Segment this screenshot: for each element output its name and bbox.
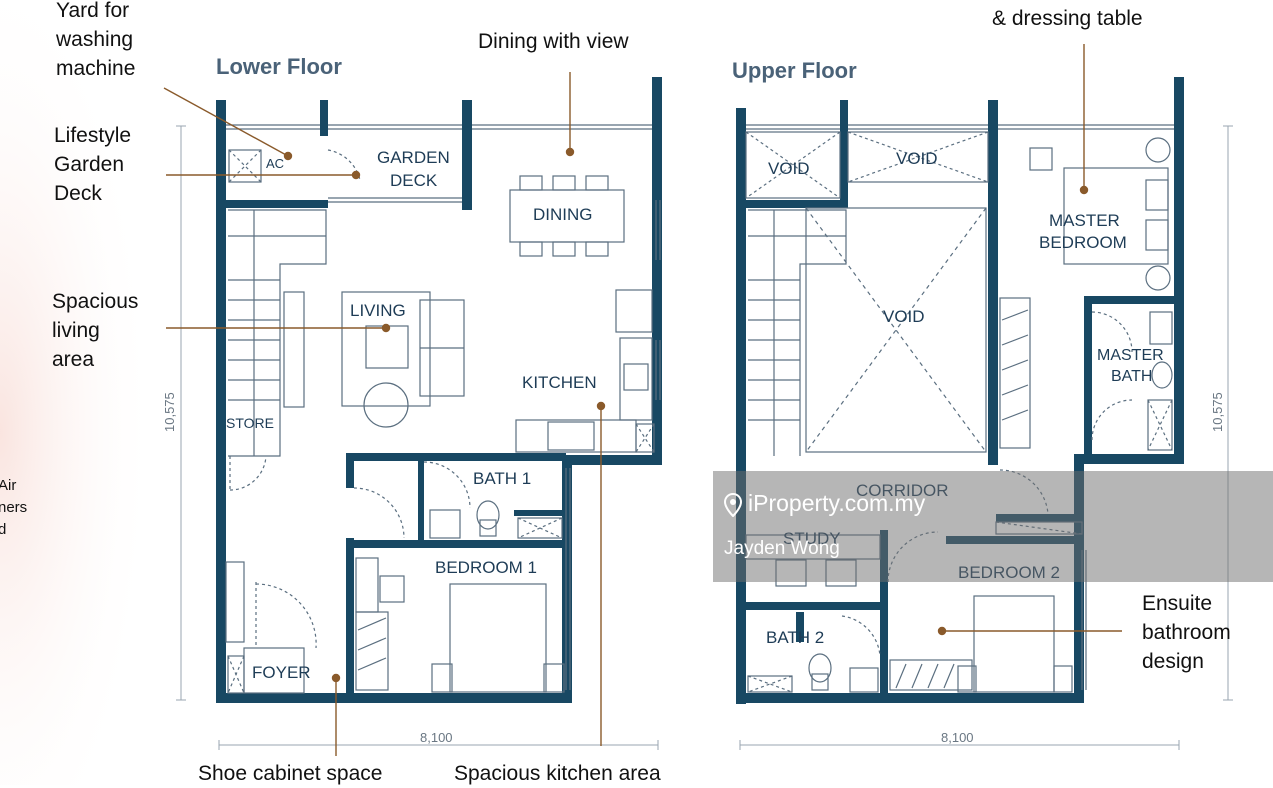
room-label-ac: AC [266,156,284,171]
room-label-living: LIVING [350,301,406,320]
lower-dimension-lines [176,125,659,750]
room-label-bedroom1: BEDROOM 1 [435,558,537,577]
room-label-dining: DINING [533,205,593,224]
callout-garden: Lifestyle Garden Deck [54,124,132,205]
callout-ensuite: Ensuite bathroom design [1142,592,1231,673]
room-label-master-bath-1: MASTER [1097,347,1164,364]
watermark-overlay [713,471,1273,582]
callout-dining: Dining with view [478,30,629,53]
room-label-master-bath-2: BATH [1111,368,1152,385]
room-label-void-b: VOID [896,149,938,168]
upper-floor-title: Upper Floor [732,58,857,83]
room-label-void-c: VOID [883,307,925,326]
dimension-width-upper: 8,100 [941,730,974,745]
dimension-height-lower: 10,575 [162,392,177,432]
room-label-void-a: VOID [768,159,810,178]
watermark-user: Jayden Wong [724,538,840,559]
callout-kitchen: Spacious kitchen area [454,762,661,785]
upper-fixtures [745,124,1174,693]
lower-floor-title: Lower Floor [216,54,342,79]
callout-living: Spacious living area [52,290,139,371]
dimension-width-lower: 8,100 [420,730,453,745]
room-label-master-bedroom-2: BEDROOM [1039,233,1127,252]
room-label-store: STORE [226,415,274,431]
callout-leaders [163,44,1122,756]
lower-walls [216,77,662,703]
callout-shoe: Shoe cabinet space [198,762,383,785]
callout-dressing: & dressing table [992,7,1143,30]
side-note-text: Air ners d [0,477,28,538]
room-label-bath2: BATH 2 [766,628,824,647]
dimension-height-upper: 10,575 [1210,392,1225,432]
watermark-brand: iProperty.com.my [748,490,926,516]
room-label-bath1: BATH 1 [473,469,531,488]
lower-fixtures [225,124,661,694]
location-pin-icon [724,493,742,517]
room-label-kitchen: KITCHEN [522,373,597,392]
room-label-foyer: FOYER [252,663,311,682]
upper-dimension-lines [739,125,1233,750]
callout-yard: Yard for washing machine [56,0,136,80]
lower-floor-plan: AC GARDEN DECK DINING LIVING KITCHEN STO… [162,77,662,750]
room-label-master-bedroom-1: MASTER [1049,211,1120,230]
room-label-garden-deck-2: DECK [390,171,438,190]
room-label-garden-deck-1: GARDEN [377,148,450,167]
